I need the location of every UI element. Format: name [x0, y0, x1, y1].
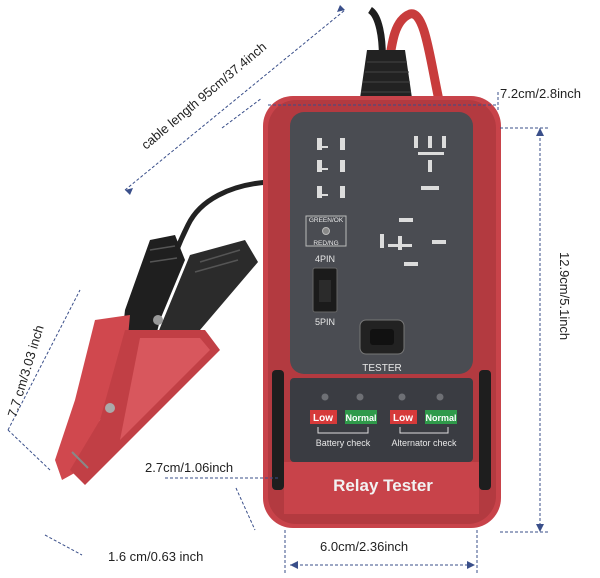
battery-low-label: Low: [313, 413, 333, 424]
socket-5pin-left: [317, 138, 345, 198]
cable-strain-relief: [359, 50, 413, 105]
cable-length-label: cable length 95cm/37.4inch: [138, 39, 269, 152]
alternator-normal-label: Normal: [425, 413, 456, 423]
relay-tester-device: [263, 96, 501, 528]
alternator-low-label: Low: [393, 413, 413, 424]
clip-length-label: 7.7 cm/3.03 inch: [5, 323, 47, 419]
alternator-low-badge: [390, 410, 417, 424]
product-name: Relay Tester: [333, 476, 433, 495]
battery-normal-badge: [345, 410, 377, 424]
battery-low-badge: [310, 410, 337, 424]
led-indicator-box: [305, 215, 347, 247]
led-label-green: GREEN/OK: [309, 217, 344, 224]
bottom-width-label: 6.0cm/2.36inch: [320, 539, 408, 554]
alternator-check-label: Alternator check: [391, 438, 457, 448]
top-width-label: 7.2cm/2.8inch: [500, 86, 581, 101]
switch-label-5pin: 5PIN: [315, 317, 335, 327]
check-indicator-leds: [321, 393, 444, 401]
status-led: [322, 227, 330, 235]
red-alligator-clip: [55, 315, 220, 485]
socket-top-right: [414, 136, 446, 190]
socket-center: [380, 218, 446, 266]
alternator-normal-badge: [425, 410, 457, 424]
clip-width-label: 1.6 cm/0.63 inch: [108, 549, 203, 564]
battery-normal-label: Normal: [345, 413, 376, 423]
height-label: 12.9cm/5.1inch: [557, 252, 572, 340]
side-depth-label: 2.7cm/1.06inch: [145, 460, 233, 475]
battery-check-label: Battery check: [316, 438, 371, 448]
led-label-red: RED/NG: [313, 240, 338, 247]
tester-label: TESTER: [362, 363, 401, 374]
switch-label-4pin: 4PIN: [315, 254, 335, 264]
